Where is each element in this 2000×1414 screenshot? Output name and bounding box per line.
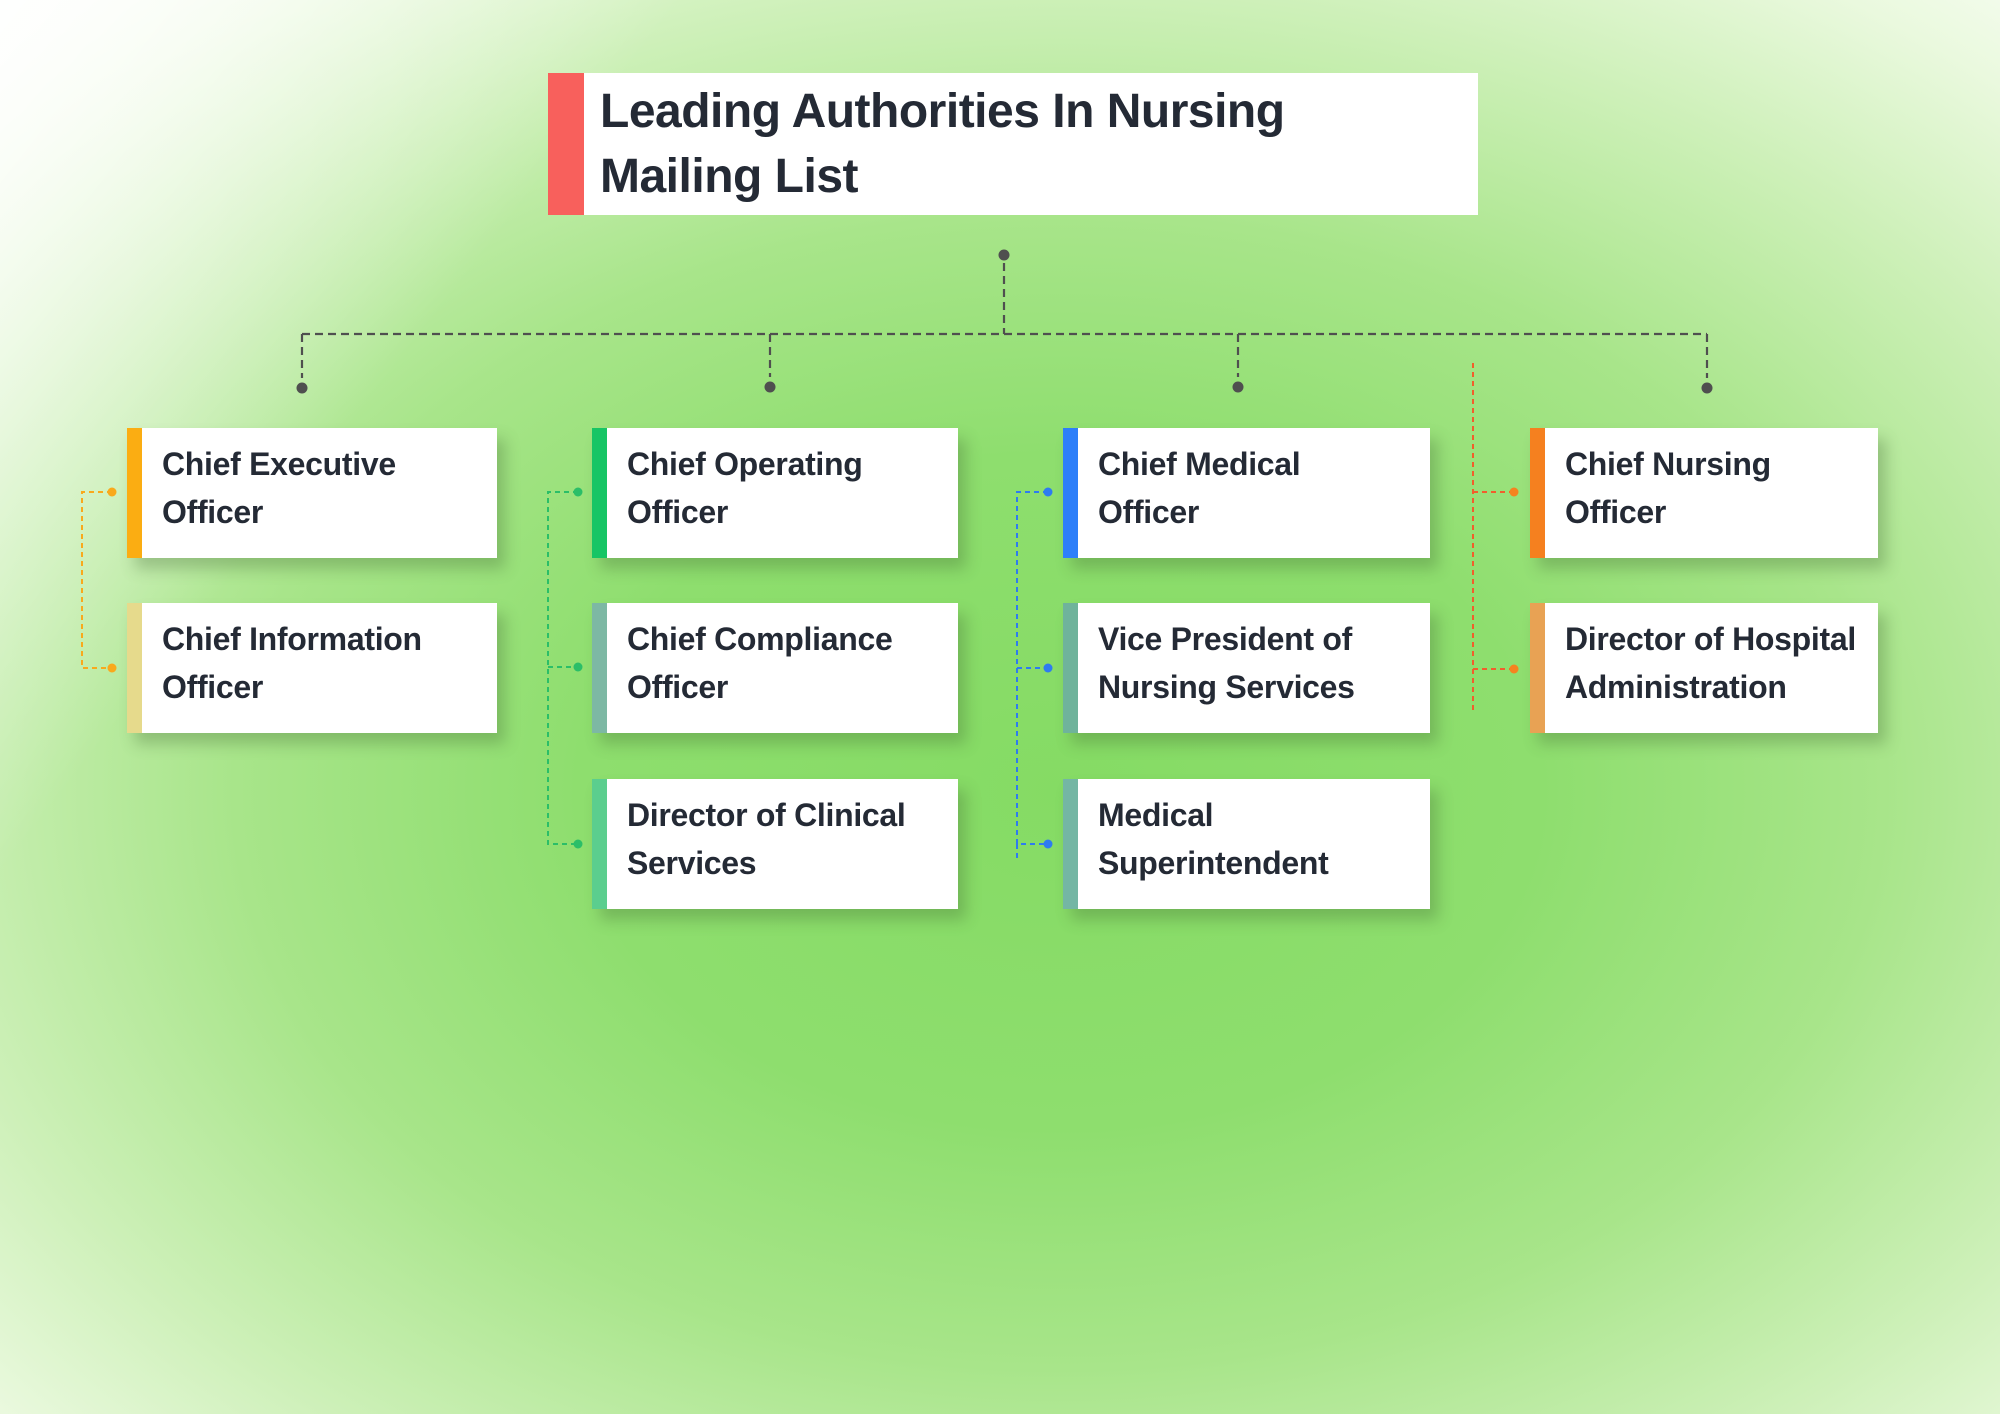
card-accent-bar	[1530, 603, 1545, 733]
card-accent-bar	[1530, 428, 1545, 558]
executive-dot-1	[107, 487, 117, 497]
card-label: Medical Superintendent	[1098, 797, 1329, 881]
org-card-chief-medical-officer: Chief Medical Officer	[1063, 428, 1430, 558]
card-accent-bar	[127, 603, 142, 733]
nursing-dot-1	[1509, 487, 1519, 497]
column-nursing-connector	[1472, 363, 1519, 713]
card-label: Chief Operating Officer	[627, 446, 863, 530]
card-label: Chief Executive Officer	[162, 446, 396, 530]
org-card-director-of-clinical-services: Director of Clinical Services	[592, 779, 958, 909]
operations-bracket-line	[547, 491, 578, 845]
card-accent-bar	[1063, 428, 1078, 558]
card-accent-bar	[592, 603, 607, 733]
nursing-dot-2	[1509, 664, 1519, 674]
medical-dot-2	[1043, 663, 1053, 673]
trunk-connector	[296, 249, 1713, 394]
card-label: Vice President of Nursing Services	[1098, 621, 1355, 705]
column-executive-connector	[81, 487, 117, 673]
medical-dot-3	[1043, 839, 1053, 849]
operations-dot-3	[573, 839, 583, 849]
org-card-vice-president-of-nursing-services: Vice President of Nursing Services	[1063, 603, 1430, 733]
branch-dot-4	[1701, 382, 1713, 394]
card-label: Chief Compliance Officer	[627, 621, 893, 705]
trunk-branch-lines	[300, 334, 1709, 378]
branch-dot-1	[296, 382, 308, 394]
executive-dot-2	[107, 663, 117, 673]
title-accent-bar	[548, 73, 584, 215]
card-label: Chief Nursing Officer	[1565, 446, 1771, 530]
operations-dot-2	[573, 662, 583, 672]
card-accent-bar	[1063, 603, 1078, 733]
trunk-top-dot	[998, 249, 1010, 261]
card-label: Chief Medical Officer	[1098, 446, 1301, 530]
card-label: Chief Information Officer	[162, 621, 422, 705]
card-accent-bar	[1063, 779, 1078, 909]
card-label: Director of Clinical Services	[627, 797, 906, 881]
org-card-director-of-hospital-administration: Director of Hospital Administration	[1530, 603, 1878, 733]
medical-dot-1	[1043, 487, 1053, 497]
column-operations-connector	[547, 487, 583, 849]
card-label: Director of Hospital Administration	[1565, 621, 1856, 705]
card-accent-bar	[127, 428, 142, 558]
org-card-chief-information-officer: Chief Information Officer	[127, 603, 497, 733]
org-card-chief-operating-officer: Chief Operating Officer	[592, 428, 958, 558]
card-accent-bar	[592, 428, 607, 558]
org-card-chief-compliance-officer: Chief Compliance Officer	[592, 603, 958, 733]
title-box: Leading Authorities In Nursing Mailing L…	[548, 73, 1478, 215]
page-title: Leading Authorities In Nursing Mailing L…	[600, 85, 1285, 203]
medical-bracket-line	[1016, 491, 1048, 858]
branch-dot-2	[764, 381, 776, 393]
nursing-bracket-line	[1472, 363, 1514, 713]
branch-dot-3	[1232, 381, 1244, 393]
org-card-chief-nursing-officer: Chief Nursing Officer	[1530, 428, 1878, 558]
card-accent-bar	[592, 779, 607, 909]
executive-bracket-line	[81, 491, 112, 669]
org-card-chief-executive-officer: Chief Executive Officer	[127, 428, 497, 558]
column-medical-connector	[1016, 487, 1053, 858]
org-card-medical-superintendent: Medical Superintendent	[1063, 779, 1430, 909]
operations-dot-1	[573, 487, 583, 497]
